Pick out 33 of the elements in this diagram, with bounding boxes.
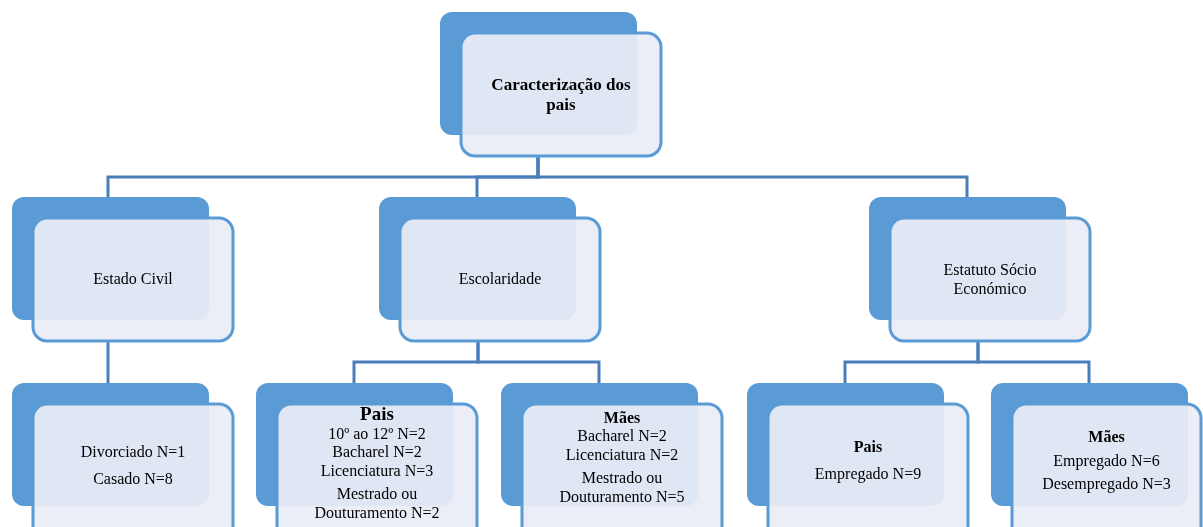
box-text: Desempregado N=3 [1042, 474, 1171, 494]
box-text: Mestrado ou Douturamento N=2 [313, 485, 441, 522]
box-text: Empregado N=9 [814, 464, 922, 483]
box-text: Bacharel N=2 [332, 443, 422, 462]
box-text: Escolaridade [458, 270, 542, 289]
org-chart-box [991, 383, 1203, 526]
box-heading: Mães [1088, 427, 1125, 447]
box-heading: Mães [603, 409, 641, 428]
box-text: Licenciatura N=2 [565, 445, 679, 465]
box-text: Empregado N=6 [1053, 452, 1160, 471]
org-chart-box [440, 12, 661, 159]
connector-line [106, 341, 110, 383]
connector-line [476, 341, 601, 383]
org-chart-box [379, 197, 600, 344]
org-chart-box [256, 383, 477, 526]
org-chart-box [12, 383, 233, 526]
box-text: Divorciado N=1 [80, 443, 186, 462]
box-text: Mestrado ou Douturamento N=5 [558, 469, 686, 506]
connector-line [536, 156, 969, 197]
box-text: Estatuto Sócio Económico [942, 261, 1038, 298]
connector-line [976, 341, 1091, 383]
box-heading: Pais [360, 403, 394, 425]
box-text: Casado N=8 [93, 469, 173, 488]
box-heading: Pais [853, 438, 883, 457]
box-text: Licenciatura N=3 [320, 461, 434, 481]
box-text: Bacharel N=2 [577, 427, 667, 446]
box-heading: Caracterização dos pais [490, 74, 632, 115]
box-text: Estado Civil [93, 270, 173, 289]
org-chart-box [869, 197, 1090, 344]
org-chart-box [747, 383, 968, 526]
org-chart-box [12, 197, 233, 344]
org-chart-box [501, 383, 722, 526]
box-text: 10º ao 12º N=2 [328, 424, 426, 444]
